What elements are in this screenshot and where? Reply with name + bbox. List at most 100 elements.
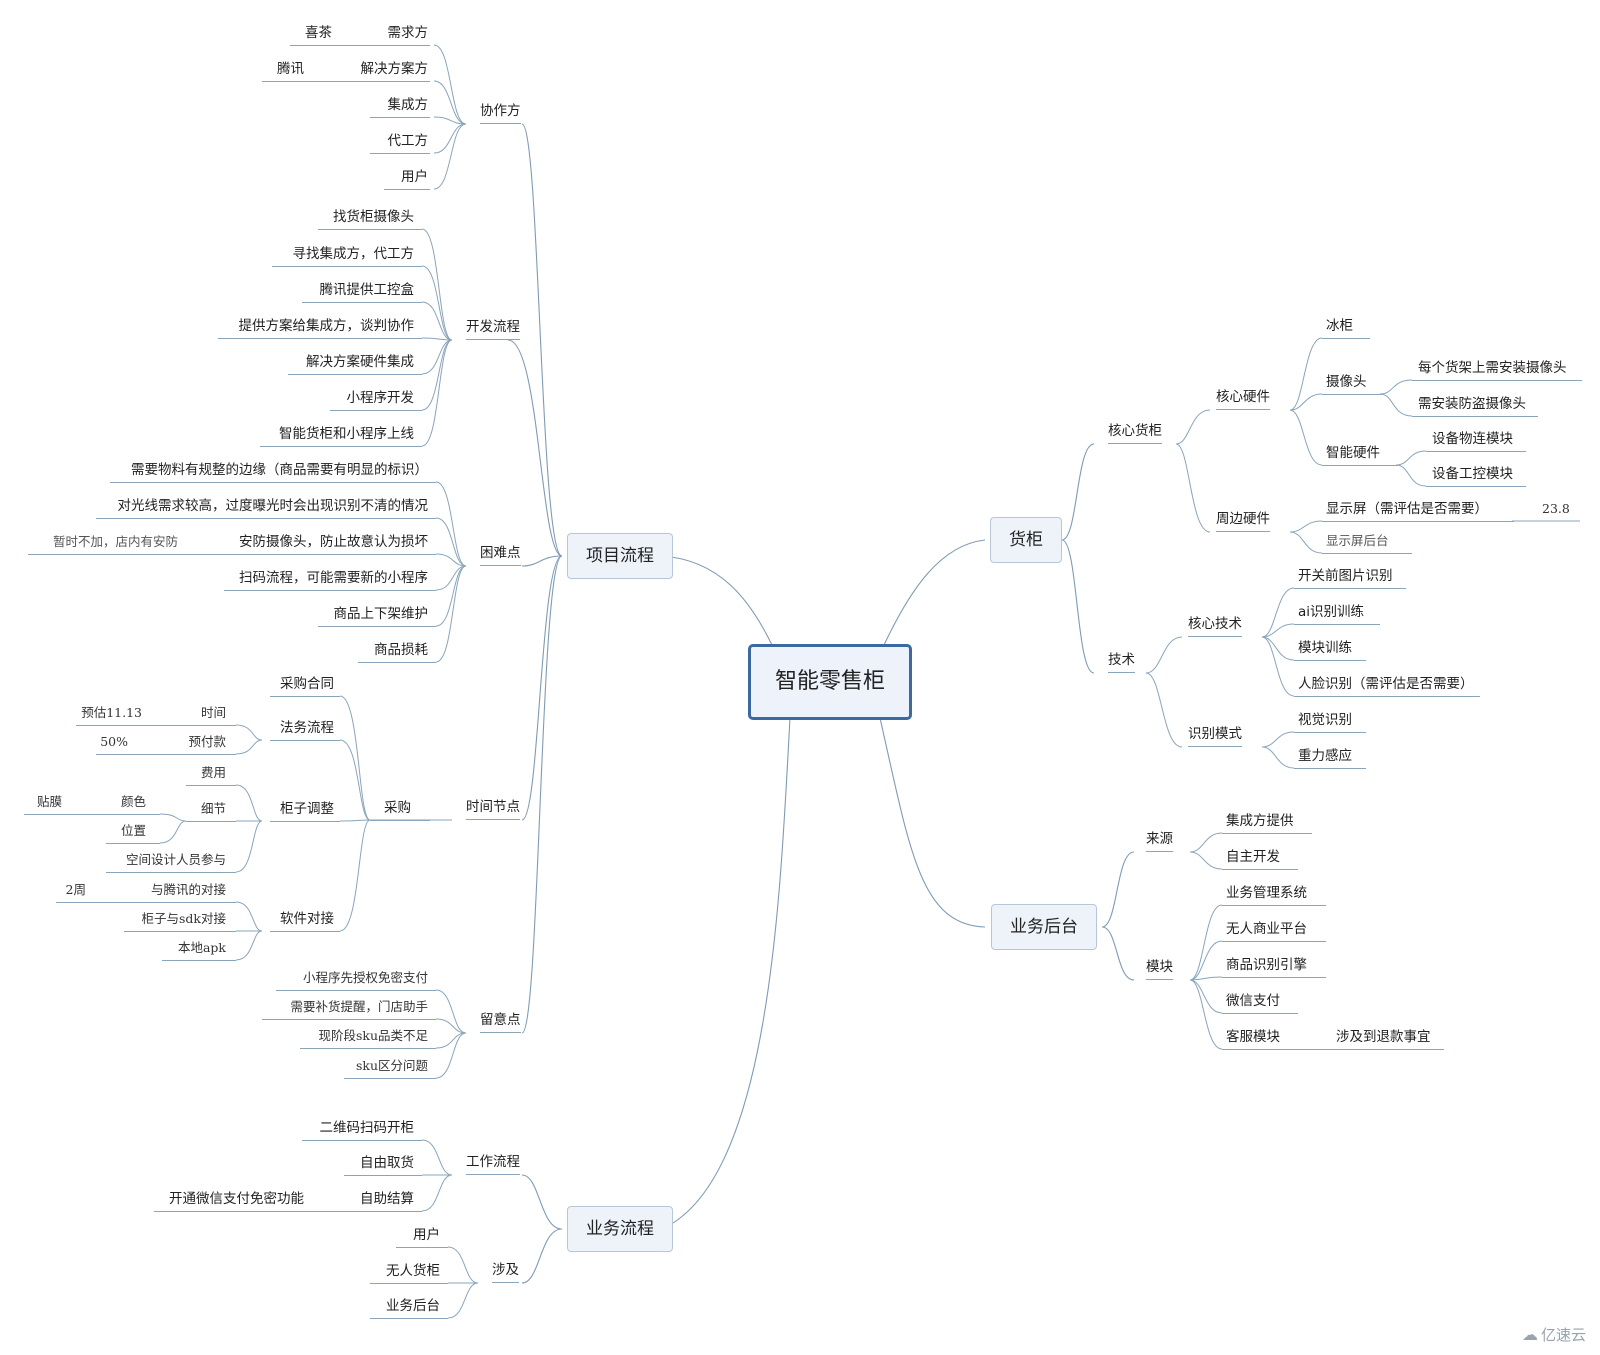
node-dev-item[interactable]: 小程序开发: [346, 390, 415, 406]
node-smart-item[interactable]: 设备工控模块: [1432, 466, 1513, 482]
node-source-item[interactable]: 自主开发: [1226, 849, 1280, 865]
node-tech[interactable]: 技术: [1108, 651, 1135, 673]
node-involve[interactable]: 涉及: [492, 1261, 519, 1283]
node-freezer[interactable]: 冰柜: [1326, 318, 1353, 334]
node-software[interactable]: 软件对接: [280, 911, 334, 927]
node-prepay-value[interactable]: 50%: [100, 734, 128, 749]
node-camera-item[interactable]: 需安装防盗摄像头: [1418, 396, 1526, 412]
node-module[interactable]: 模块: [1146, 958, 1173, 980]
root-node[interactable]: 智能零售柜: [748, 644, 912, 720]
node-attention-item[interactable]: 小程序先授权免密支付: [302, 970, 428, 985]
node-module-item[interactable]: 无人商业平台: [1226, 921, 1307, 937]
node-free-pick[interactable]: 自由取货: [360, 1155, 414, 1171]
branch-backend[interactable]: 业务后台: [991, 904, 1097, 950]
node-position[interactable]: 位置: [120, 823, 146, 838]
node-contract[interactable]: 采购合同: [280, 676, 334, 692]
underline: [186, 821, 236, 822]
node-difficulty-item[interactable]: 商品上下架维护: [333, 606, 429, 622]
node-dev-item[interactable]: 智能货柜和小程序上线: [279, 426, 414, 442]
node-module-item[interactable]: 商品识别引擎: [1226, 957, 1307, 973]
node-cost[interactable]: 费用: [200, 765, 226, 780]
node-work-flow[interactable]: 工作流程: [466, 1153, 520, 1175]
node-solution[interactable]: 解决方案方: [360, 61, 429, 77]
node-module-item[interactable]: 微信支付: [1226, 993, 1280, 1009]
node-adjust[interactable]: 柜子调整: [280, 801, 334, 817]
node-demand[interactable]: 需求方: [387, 25, 429, 41]
node-qr-open[interactable]: 二维码扫码开柜: [319, 1120, 415, 1136]
node-core-tech-item[interactable]: ai识别训练: [1298, 604, 1365, 620]
node-partners[interactable]: 协作方: [480, 102, 521, 124]
node-self-checkout[interactable]: 自助结算: [360, 1191, 414, 1207]
node-timeline[interactable]: 时间节点: [466, 798, 520, 820]
node-core-tech-item[interactable]: 模块训练: [1298, 640, 1352, 656]
node-tencent[interactable]: 与腾讯的对接: [150, 882, 226, 897]
node-difficulty-item[interactable]: 对光线需求较高，过度曝光时会出现识别不清的情况: [117, 498, 429, 514]
node-sdk[interactable]: 柜子与sdk对接: [141, 911, 227, 926]
node-smart-hardware[interactable]: 智能硬件: [1326, 445, 1380, 461]
node-mode-item[interactable]: 视觉识别: [1298, 712, 1352, 728]
node-color[interactable]: 颜色: [120, 794, 146, 809]
node-screen-value[interactable]: 23.8: [1542, 501, 1570, 516]
node-wechat-nopwd[interactable]: 开通微信支付免密功能: [169, 1191, 304, 1207]
node-dev-item[interactable]: 提供方案给集成方，谈判协作: [238, 318, 415, 334]
node-module-item[interactable]: 客服模块: [1226, 1029, 1280, 1045]
node-source-item[interactable]: 集成方提供: [1226, 813, 1294, 829]
node-service-value[interactable]: 涉及到退款事宜: [1336, 1029, 1431, 1045]
node-difficulty[interactable]: 困难点: [480, 544, 521, 566]
branch-project-flow[interactable]: 项目流程: [567, 533, 673, 579]
node-user[interactable]: 用户: [401, 169, 428, 185]
node-time[interactable]: 时间: [200, 705, 226, 720]
node-screen[interactable]: 显示屏（需评估是否需要）: [1326, 501, 1488, 517]
node-detail[interactable]: 细节: [200, 801, 226, 816]
branch-cabinet[interactable]: 货柜: [990, 517, 1062, 563]
node-dev-item[interactable]: 寻找集成方，代工方: [292, 246, 415, 262]
node-demand-value[interactable]: 喜茶: [305, 25, 332, 41]
node-difficulty-item[interactable]: 商品损耗: [374, 642, 428, 658]
node-mode-item[interactable]: 重力感应: [1298, 748, 1352, 764]
node-attention-item[interactable]: sku区分问题: [355, 1058, 428, 1073]
underline: [302, 302, 422, 303]
node-attention-item[interactable]: 需要补货提醒，门店助手: [290, 999, 428, 1014]
node-oem[interactable]: 代工方: [387, 133, 429, 149]
node-difficulty-item[interactable]: 扫码流程，可能需要新的小程序: [239, 570, 428, 586]
node-module-item[interactable]: 业务管理系统: [1226, 885, 1307, 901]
node-dev-item[interactable]: 腾讯提供工控盒: [319, 282, 415, 298]
node-dev-item[interactable]: 解决方案硬件集成: [306, 354, 414, 370]
node-legal[interactable]: 法务流程: [280, 720, 334, 736]
node-core-cabinet[interactable]: 核心货柜: [1108, 422, 1162, 444]
underline: [370, 117, 430, 118]
node-recognition-mode[interactable]: 识别模式: [1188, 725, 1242, 747]
node-core-tech-item[interactable]: 人脸识别（需评估是否需要）: [1298, 676, 1474, 692]
node-involve-item[interactable]: 业务后台: [386, 1298, 440, 1314]
branch-business-flow[interactable]: 业务流程: [567, 1206, 673, 1252]
node-space[interactable]: 空间设计人员参与: [125, 852, 226, 867]
node-involve-item[interactable]: 用户: [413, 1227, 440, 1243]
node-difficulty-note[interactable]: 暂时不加，店内有安防: [52, 534, 178, 549]
node-camera[interactable]: 摄像头: [1326, 374, 1367, 390]
node-integrator[interactable]: 集成方: [387, 97, 429, 113]
node-time-value[interactable]: 预估11.13: [81, 705, 142, 720]
node-purchase[interactable]: 采购: [384, 800, 411, 816]
node-core-tech-item[interactable]: 开关前图片识别: [1298, 568, 1393, 584]
node-source[interactable]: 来源: [1146, 830, 1173, 852]
node-attention-item[interactable]: 现阶段sku品类不足: [318, 1028, 428, 1043]
underline: [370, 820, 430, 821]
node-difficulty-item[interactable]: 需要物料有规整的边缘（商品需要有明显的标识）: [131, 462, 428, 478]
node-screen-backend[interactable]: 显示屏后台: [1326, 533, 1389, 548]
node-core-tech[interactable]: 核心技术: [1188, 615, 1242, 637]
node-dev-flow[interactable]: 开发流程: [466, 318, 520, 340]
node-attention[interactable]: 留意点: [480, 1011, 521, 1033]
node-core-hardware[interactable]: 核心硬件: [1216, 388, 1270, 410]
node-solution-value[interactable]: 腾讯: [277, 61, 304, 77]
node-color-value[interactable]: 贴膜: [36, 794, 62, 809]
node-involve-item[interactable]: 无人货柜: [386, 1263, 440, 1279]
node-prepay[interactable]: 预付款: [188, 734, 226, 749]
node-apk[interactable]: 本地apk: [177, 940, 226, 955]
node-camera-item[interactable]: 每个货架上需安装摄像头: [1418, 360, 1567, 376]
node-tencent-value[interactable]: 2周: [65, 882, 86, 897]
underline: [302, 1140, 422, 1141]
node-peripheral-hardware[interactable]: 周边硬件: [1216, 510, 1270, 532]
node-smart-item[interactable]: 设备物连模块: [1432, 431, 1513, 447]
node-difficulty-item[interactable]: 安防摄像头，防止故意认为损坏: [239, 534, 428, 550]
node-dev-item[interactable]: 找货柜摄像头: [333, 209, 414, 225]
